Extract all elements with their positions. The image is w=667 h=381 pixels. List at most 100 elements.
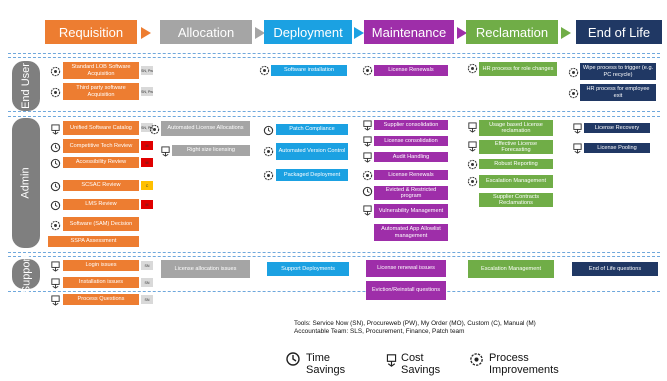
box-label: Login issues — [85, 262, 117, 269]
wipe-process-box: Wipe process to trigger (e.g. PC recycle… — [580, 63, 656, 80]
admin-rec-box: Effective License Forecasting — [479, 140, 553, 154]
tool-tag: C — [141, 181, 153, 190]
phase-arrow — [561, 27, 571, 39]
separator — [8, 57, 660, 58]
cost-savings-icon — [51, 124, 60, 135]
box-label: Supplier Contracts Reclamations — [492, 193, 539, 206]
process-improvement-icon — [263, 146, 274, 157]
support-mnt-box: Eviction/Reinstall questions — [366, 281, 446, 300]
process-improvement-icon — [470, 353, 483, 366]
row-label-admin: Admin — [12, 118, 40, 248]
legend-process-improvements: Process Improvements — [489, 352, 559, 376]
legend-cost-savings: Cost Savings — [401, 352, 441, 376]
admin-alloc-box: Automated License Allocations — [161, 121, 250, 136]
admin-mnt-box: Audit Handling — [374, 152, 448, 162]
phase-label: Deployment — [273, 24, 343, 40]
admin-req-box: SCSAC Review — [63, 180, 139, 191]
admin-req-box: LMS Review — [63, 199, 139, 210]
phase-label: Reclamation — [475, 24, 549, 40]
support-alloc-box: License allocation issues — [161, 260, 250, 278]
process-improvement-icon — [467, 63, 478, 74]
process-improvement-icon — [50, 220, 61, 231]
box-label: Software (SAM) Decision — [69, 220, 133, 227]
box-label: Installation issues — [78, 279, 124, 286]
box-label: Escalation Management — [485, 178, 546, 185]
separator — [8, 256, 660, 257]
process-improvement-icon — [568, 88, 579, 99]
separator — [8, 252, 660, 253]
time-savings-icon — [50, 158, 61, 169]
box-label: License Pooling — [597, 144, 637, 151]
box-label: Supplier consolidation — [383, 121, 439, 128]
tool-tag: SN — [141, 278, 153, 287]
box-label: Software installation — [283, 67, 335, 74]
box-label: HR process for role changes — [482, 65, 554, 72]
third-party-acquisition-box: Third party software Acquisition — [63, 83, 139, 100]
admin-req-box: Software (SAM) Decision — [63, 217, 139, 231]
separator — [8, 53, 660, 54]
box-label: Evicted & Restricted program — [385, 186, 437, 199]
box-label: License Renewals — [388, 171, 434, 178]
box-label: Automated App Allowlist management — [381, 226, 441, 239]
box-label: Wipe process to trigger (e.g. PC recycle… — [582, 65, 654, 78]
separator — [8, 291, 660, 292]
process-improvement-icon — [568, 67, 579, 78]
support-req-box: Installation issues — [63, 277, 139, 288]
phase-arrow — [141, 27, 151, 39]
process-improvement-icon — [362, 65, 373, 76]
phase-requisition: Requisition — [45, 20, 137, 44]
process-improvement-icon — [467, 176, 478, 187]
process-improvement-icon — [362, 170, 373, 181]
admin-mnt-box: Evicted & Restricted program — [374, 186, 448, 200]
process-improvement-icon — [50, 66, 61, 77]
row-label-text: Support — [20, 254, 32, 294]
phase-maintenance: Maintenance — [364, 20, 454, 44]
separator — [8, 116, 660, 117]
box-label: License consolidation — [384, 137, 438, 144]
row-label-text: End User — [20, 63, 33, 109]
box-label: License allocation issues — [174, 265, 237, 272]
support-eol-box: End of Life questions — [572, 262, 658, 276]
admin-dep-box: Patch Compliance — [276, 124, 348, 135]
cost-savings-icon — [363, 205, 372, 216]
box-label: SCSAC Review — [81, 182, 121, 189]
box-label: Robust Reporting — [494, 160, 538, 167]
admin-alloc-box: Right size licensing — [172, 145, 250, 156]
box-label: Process Questions — [77, 296, 125, 303]
cost-savings-icon — [363, 136, 372, 147]
tool-tag: SN, Pw — [141, 87, 153, 96]
software-installation-box: Software installation — [271, 65, 347, 76]
cost-savings-icon — [468, 141, 477, 152]
support-mnt-box: License renewal issues — [366, 260, 446, 277]
phase-deployment: Deployment — [264, 20, 352, 44]
phase-arrow — [457, 27, 467, 39]
cost-savings-icon — [363, 152, 372, 163]
phase-label: Requisition — [58, 24, 124, 40]
tool-tag: M — [141, 158, 153, 167]
admin-rec-box: Usage based License reclamation — [479, 120, 553, 136]
time-savings-icon — [50, 142, 61, 153]
box-label: Usage based License reclamation — [489, 121, 543, 134]
support-req-box: Process Questions — [63, 294, 139, 305]
process-improvement-icon — [149, 124, 160, 135]
phase-arrow — [354, 27, 364, 39]
hr-role-changes-box: HR process for role changes — [479, 62, 557, 76]
admin-rec-box: Robust Reporting — [479, 159, 553, 169]
cost-savings-icon — [363, 120, 372, 131]
box-label: LMS Review — [85, 201, 117, 208]
tool-tag: SN — [141, 261, 153, 270]
admin-mnt-box: Supplier consolidation — [374, 120, 448, 130]
admin-req-box: Accessibility Review — [63, 157, 139, 168]
cost-savings-icon — [51, 261, 60, 272]
cost-savings-icon — [573, 143, 582, 154]
admin-req-box: SSPA Assessment — [48, 236, 139, 247]
box-label: Packaged Deployment — [283, 171, 341, 178]
box-label: Automated Version Control — [278, 148, 346, 155]
tool-tag: SN, Pw — [141, 123, 153, 132]
tool-tag: SN — [141, 295, 153, 304]
admin-mnt-box: Automated App Allowlist management — [374, 224, 448, 241]
phase-allocation: Allocation — [160, 20, 252, 44]
support-dep-box: Support Deployments — [267, 262, 349, 276]
box-label: Automated License Allocations — [167, 125, 244, 132]
cost-savings-icon — [51, 295, 60, 306]
